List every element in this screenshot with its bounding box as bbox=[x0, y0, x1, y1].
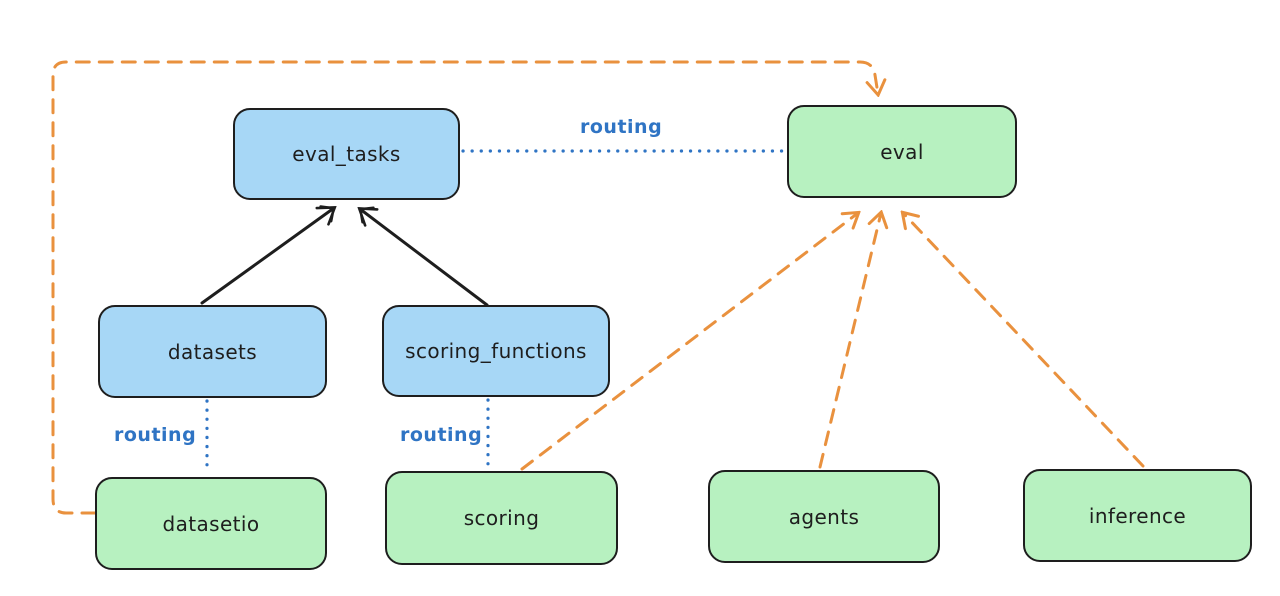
node-inference-label: inference bbox=[1088, 503, 1187, 528]
edge-datasetio-to-eval bbox=[51, 60, 878, 515]
node-datasets: datasets bbox=[98, 305, 327, 398]
node-eval-label: eval bbox=[880, 139, 924, 164]
node-scoring-functions: scoring_functions bbox=[382, 305, 610, 397]
edge-agents-to-eval bbox=[818, 213, 881, 469]
edge-inference-to-eval bbox=[903, 213, 1145, 468]
node-agents-label: agents bbox=[788, 504, 860, 529]
node-datasetio: datasetio bbox=[95, 477, 327, 570]
node-eval-tasks: eval_tasks bbox=[233, 108, 460, 200]
edge-label-routing-top: routing bbox=[580, 116, 663, 138]
edge-scoring-to-eval bbox=[520, 213, 858, 471]
node-scoring: scoring bbox=[385, 471, 618, 565]
node-scoring-label: scoring bbox=[463, 506, 540, 530]
edge-label-routing-middle: routing bbox=[400, 424, 483, 446]
edge-label-routing-left: routing bbox=[114, 424, 197, 446]
node-agents: agents bbox=[708, 470, 940, 563]
node-datasets-label: datasets bbox=[167, 339, 258, 364]
node-scoring-functions-label: scoring_functions bbox=[405, 339, 587, 363]
node-eval: eval bbox=[787, 105, 1017, 198]
node-eval-tasks-label: eval_tasks bbox=[292, 142, 401, 166]
edge-datasets-to-eval-tasks bbox=[200, 208, 334, 305]
node-inference: inference bbox=[1023, 469, 1252, 562]
node-datasetio-label: datasetio bbox=[162, 511, 260, 536]
edge-scoring-functions-to-eval-tasks bbox=[360, 209, 489, 307]
